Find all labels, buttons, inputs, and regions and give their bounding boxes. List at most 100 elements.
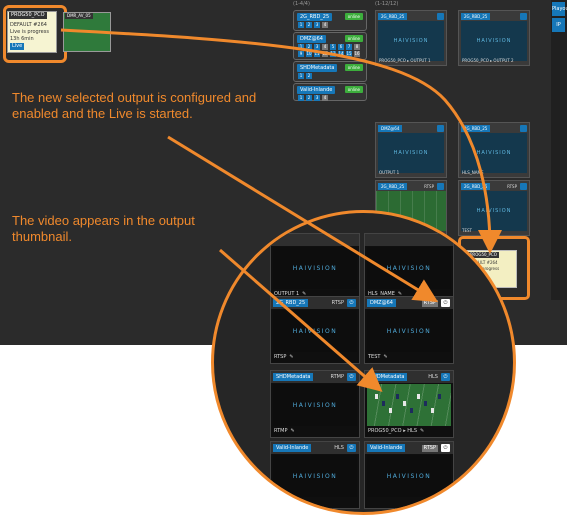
power-toggle-icon[interactable] bbox=[520, 183, 527, 190]
source-name: 2G_RBD_25 bbox=[297, 13, 333, 21]
zoom-tile-protocol: HLS bbox=[428, 374, 438, 380]
edit-icon[interactable]: ✎ bbox=[383, 354, 388, 360]
player bbox=[375, 394, 378, 399]
source-count: (1-4/4) bbox=[293, 1, 310, 7]
output-tile-name: 2G_RBD_25 bbox=[378, 183, 408, 190]
zoom-tile-protocol: RTSP bbox=[331, 300, 344, 306]
edit-icon[interactable]: ✎ bbox=[420, 428, 425, 434]
source-channel-chip[interactable]: 12 bbox=[322, 51, 328, 57]
thumb2-title: DMR_AV_05 bbox=[65, 13, 93, 19]
player bbox=[431, 408, 434, 413]
selected-program-thumbnail[interactable]: PROG50_PCO DEFAULT #264 Live is progress… bbox=[7, 11, 57, 53]
source-channel-chip[interactable]: 4 bbox=[322, 95, 328, 101]
power-toggle-icon[interactable]: ⏻ bbox=[441, 444, 450, 452]
source-channel-chip[interactable]: 6 bbox=[338, 44, 344, 50]
source-channel-chip[interactable]: 10 bbox=[306, 51, 312, 57]
football-video-frame bbox=[367, 384, 451, 426]
source-channel-chip[interactable]: 1 bbox=[298, 44, 304, 50]
source-channel-chip[interactable]: 11 bbox=[314, 51, 320, 57]
power-toggle-icon[interactable]: ⏻ bbox=[441, 373, 450, 381]
output-tile-name: 2G_RBD_25 bbox=[461, 13, 491, 20]
edit-icon[interactable]: ✎ bbox=[289, 354, 294, 360]
out-thumb-title: PROG50_PCO bbox=[468, 252, 499, 258]
output-protocol-label: RTSP bbox=[507, 184, 517, 189]
source-channel-chip[interactable]: 14 bbox=[338, 51, 344, 57]
output-tile-footer: OUTPUT 1 bbox=[379, 170, 400, 175]
output-tile-footer: HLS_NAME bbox=[462, 170, 484, 175]
source-channel-chip[interactable]: 4 bbox=[322, 22, 328, 28]
output-tile-footer: PROG50_PCO ▸ OUTPUT 2 bbox=[462, 58, 514, 63]
source-channel-chip[interactable]: 2 bbox=[306, 95, 312, 101]
source-channel-chip[interactable]: 9 bbox=[298, 51, 304, 57]
source-channel-chip[interactable]: 5 bbox=[330, 44, 336, 50]
output-tile-name: 2G_RBD_25 bbox=[378, 13, 408, 20]
power-toggle-icon[interactable] bbox=[437, 125, 444, 132]
source-channel-chip[interactable]: 4 bbox=[322, 44, 328, 50]
source-status-badge: online bbox=[344, 64, 363, 71]
output-preview-screen: HAIVISION bbox=[461, 191, 527, 231]
source-channel-chip[interactable]: 2 bbox=[306, 22, 312, 28]
source-status-badge: online bbox=[344, 13, 363, 20]
source-channel-chip[interactable]: 2 bbox=[306, 44, 312, 50]
zoom-tile-footer-text: RTMP bbox=[274, 428, 288, 434]
power-toggle-icon[interactable] bbox=[437, 183, 444, 190]
zoom-tile-name: SHDMetadata bbox=[273, 373, 314, 381]
edit-icon[interactable]: ✎ bbox=[290, 428, 295, 434]
power-toggle-icon[interactable]: ⏻ bbox=[441, 299, 450, 307]
source-channel-chip[interactable]: 1 bbox=[298, 22, 304, 28]
output-tile-footer: PROG50_PCO ▸ OUTPUT 1 bbox=[379, 58, 431, 63]
source-channel-chip[interactable]: 1 bbox=[298, 73, 304, 79]
zoom-tile-protocol: RTSP bbox=[421, 300, 438, 307]
thumb-line3: 13h 6min bbox=[10, 36, 34, 42]
player bbox=[389, 408, 392, 413]
zoom-tile-name: Valid-Inlande bbox=[273, 444, 312, 452]
source-channel-chip[interactable]: 13 bbox=[330, 51, 336, 57]
power-toggle-icon[interactable]: ⏻ bbox=[347, 444, 356, 452]
source-name: Valid-Inlande bbox=[297, 86, 336, 94]
source-channel-chip[interactable]: 2 bbox=[306, 73, 312, 79]
player bbox=[410, 408, 413, 413]
source-channel-chip[interactable]: 3 bbox=[314, 95, 320, 101]
zoom-tile-name: Valid-Inlande bbox=[367, 444, 406, 452]
source-channel-chip[interactable]: 15 bbox=[346, 51, 352, 57]
source-channel-chip[interactable]: 8 bbox=[354, 44, 360, 50]
zoom-tile-footer-text: PROG50_PCO ▸ HLS bbox=[368, 428, 418, 434]
source-channel-chip[interactable]: 16 bbox=[354, 51, 360, 57]
power-toggle-icon[interactable]: ⏻ bbox=[347, 299, 356, 307]
program-thumbnail-2[interactable]: DMR_AV_05 bbox=[63, 12, 111, 52]
source-channel-chip[interactable]: 1 bbox=[298, 95, 304, 101]
power-toggle-icon[interactable] bbox=[520, 13, 527, 20]
power-toggle-icon[interactable] bbox=[520, 125, 527, 132]
zoom-preview-screen: HAIVISION bbox=[273, 310, 357, 352]
source-channel-chip[interactable]: 7 bbox=[346, 44, 352, 50]
zoom-tile-footer-text: TEST bbox=[368, 354, 381, 360]
output-tile-name: 2G_RBD_25 bbox=[461, 125, 491, 132]
player bbox=[403, 401, 406, 406]
power-toggle-icon[interactable] bbox=[437, 13, 444, 20]
zoom-tile-protocol: RTSP bbox=[421, 445, 438, 452]
rightstrip-tab-playout[interactable]: Playout bbox=[552, 2, 567, 16]
zoom-preview-screen: HAIVISION bbox=[367, 247, 451, 289]
output-count: (1-12/12) bbox=[375, 1, 399, 7]
source-channel-chip[interactable]: 3 bbox=[314, 44, 320, 50]
source-channel-chip[interactable]: 3 bbox=[314, 22, 320, 28]
power-toggle-icon[interactable]: ⏻ bbox=[347, 373, 356, 381]
rightstrip-tab-ip[interactable]: IP bbox=[552, 18, 565, 32]
